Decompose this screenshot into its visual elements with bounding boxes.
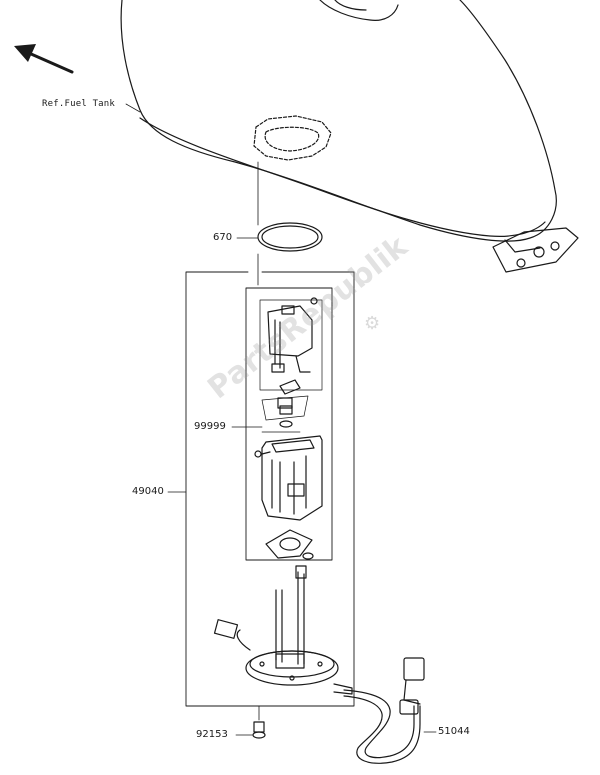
pump-inner-frame (245, 287, 333, 561)
assembly-bracket-49040 (185, 271, 355, 707)
fuel-tank-outline (120, 0, 579, 273)
leader-ref-fuel-tank (125, 103, 141, 113)
bolt-92153 (252, 721, 266, 739)
label-part-49040: 49040 (132, 486, 164, 497)
label-part-670: 670 (213, 232, 233, 243)
label-part-51044: 51044 (438, 726, 470, 737)
fuel-hose-51044 (343, 657, 425, 764)
watermark-gear-icon: ⚙ (364, 313, 381, 334)
fuel-pump-module (254, 435, 323, 521)
pump-small-parts (261, 379, 309, 433)
front-direction-arrow (14, 44, 74, 74)
pump-flange-assembly (213, 565, 353, 695)
pump-base-plate (265, 529, 314, 560)
pressure-regulator (259, 297, 323, 391)
label-part-99999: 99999 (194, 421, 226, 432)
label-part-92153: 92153 (196, 729, 228, 740)
label-ref-fuel-tank: Ref.Fuel Tank (42, 99, 116, 109)
o-ring-670 (257, 222, 323, 252)
